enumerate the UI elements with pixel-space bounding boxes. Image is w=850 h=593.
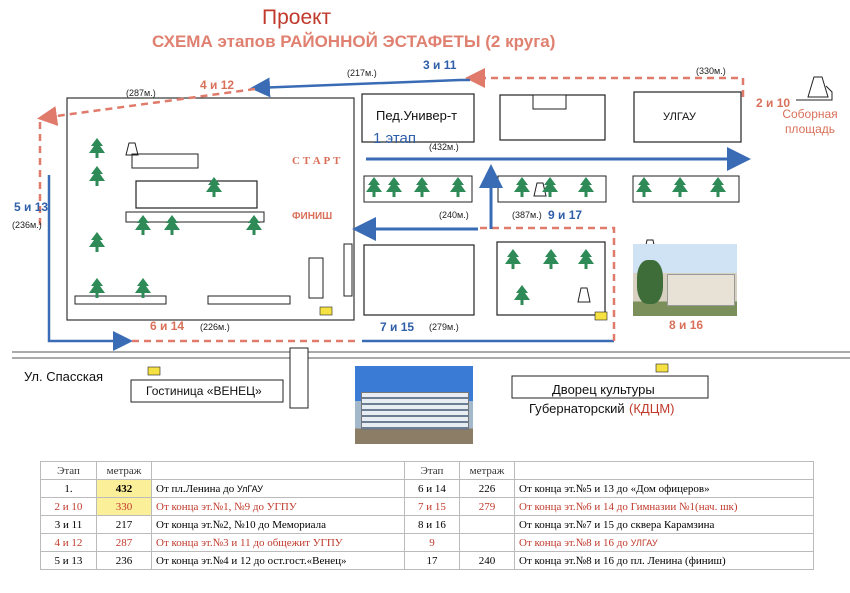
sobornaya-label: Соборная площадь — [782, 107, 838, 136]
park-outline — [66, 97, 355, 321]
gostinica-box — [130, 379, 284, 403]
cell-desc: От конца эт.№3 и 11 до общежит УГПУ — [151, 533, 405, 552]
cell-desc: От конца эт.№1, №9 до УГПУ — [151, 497, 405, 516]
distance-387: (387м.) — [512, 210, 542, 220]
table-header-row: Этап метраж Этап метраж — [40, 461, 814, 480]
cell-meters: 287 — [96, 533, 152, 552]
header-meters: метраж — [96, 461, 152, 480]
header-stage: Этап — [40, 461, 97, 480]
stage-7-15-label: 7 и 15 — [380, 320, 415, 334]
cell-desc-2: От конца эт.№6 и 14 до Гимназии №1(нач. … — [514, 497, 814, 516]
distance-217: (217м.) — [347, 68, 377, 78]
stage-8-16-label: 8 и 16 — [669, 318, 704, 332]
cell-stage: 2 и 10 — [40, 497, 97, 516]
cell-stage-2: 8 и 16 — [404, 515, 460, 534]
distance-279: (279м.) — [429, 322, 459, 332]
photo-gymnasium — [355, 366, 473, 444]
dvorec-label-line1: Дворец культуры — [552, 382, 655, 397]
route-stage-3-11 — [250, 77, 470, 98]
cell-meters-2 — [459, 533, 515, 552]
header-desc-2 — [514, 461, 814, 480]
dvorec-label-line2: Губернаторский — [529, 401, 625, 416]
cell-desc-2: От конца эт.№8 и 16 до УЛГАУ — [514, 533, 814, 552]
stage-5-13-label: 5 и 13 — [14, 200, 49, 214]
cell-stage: 5 и 13 — [40, 551, 97, 570]
ped-univer-building — [361, 93, 475, 143]
cell-stage-2: 17 — [404, 551, 460, 570]
header-meters-2: метраж — [459, 461, 515, 480]
distance-240: (240м.) — [439, 210, 469, 220]
route-stage-2-10 — [465, 68, 745, 97]
route-stage-8-16 — [480, 226, 616, 341]
stage-9-17-label: 9 и 17 — [548, 208, 583, 222]
cell-desc-2: От конца эт.№8 и 16 до пл. Ленина (финиш… — [514, 551, 814, 570]
cell-meters: 330 — [96, 497, 152, 516]
street-label: Ул. Спасская — [24, 369, 104, 384]
distance-236: (236м.) — [12, 220, 42, 230]
relay-map — [12, 68, 850, 409]
stage-3-11-label: 3 и 11 — [423, 58, 457, 72]
table-row: 5 и 13 236 От конца эт.№4 и 12 до ост.го… — [40, 551, 814, 570]
route-stage-5-13 — [47, 175, 133, 351]
distance-330: (330м.) — [696, 66, 726, 76]
cell-meters: 432 — [96, 479, 152, 498]
table-row: 2 и 10 330 От конца эт.№1, №9 до УГПУ 7 … — [40, 497, 814, 516]
cell-stage: 3 и 11 — [40, 515, 97, 534]
cell-meters: 217 — [96, 515, 152, 534]
table-row: 1. 432 От пл.Ленина до УлГАУ 6 и 14 226 … — [40, 479, 814, 498]
title-sub: СХЕМА этапов РАЙОННОЙ ЭСТАФЕТЫ (2 круга) — [152, 32, 556, 51]
cell-meters-2: 279 — [459, 497, 515, 516]
dvorec-box — [511, 375, 709, 399]
table-row: 4 и 12 287 От конца эт.№3 и 11 до общежи… — [40, 533, 814, 552]
stage-6-14-label: 6 и 14 — [150, 319, 185, 333]
distance-287: (287м.) — [126, 88, 156, 98]
cell-stage-2: 9 — [404, 533, 460, 552]
cell-stage: 4 и 12 — [40, 533, 97, 552]
dvorec-kdcm-label: (КДЦМ) — [629, 401, 675, 416]
header-desc — [151, 461, 405, 480]
title-main: Проект — [262, 6, 332, 29]
gostinica-label: Гостиница «ВЕНЕЦ» — [146, 384, 262, 398]
cell-desc: От конца эт.№2, №10 до Мемориала — [151, 515, 405, 534]
distance-432: (432м.) — [429, 142, 459, 152]
cell-stage-2: 6 и 14 — [404, 479, 460, 498]
cell-desc: От конца эт.№4 и 12 до ост.гост.«Венец» — [151, 551, 405, 570]
table-row: 3 и 11 217 От конца эт.№2, №10 до Мемори… — [40, 515, 814, 534]
cell-stage: 1. — [40, 479, 97, 498]
cell-meters-2: 226 — [459, 479, 515, 498]
finish-label: ФИНИШ — [292, 211, 333, 222]
photo-karamzin-square — [633, 244, 737, 316]
stage-4-12-label: 4 и 12 — [200, 78, 235, 92]
stages-table: Этап метраж Этап метраж 1. 432 От пл.Лен… — [40, 461, 814, 570]
cell-desc-2: От конца эт.№7 и 15 до сквера Карамзина — [514, 515, 814, 534]
ulgau-building — [633, 91, 742, 143]
cell-meters-2 — [459, 515, 515, 534]
ped-univer-label: Пед.Универ-т — [376, 108, 458, 123]
cell-meters: 236 — [96, 551, 152, 570]
ulgau-label: УЛГАУ — [663, 111, 696, 123]
start-label: С Т А Р Т — [292, 155, 341, 167]
cell-meters-2: 240 — [459, 551, 515, 570]
stage-2-10-label: 2 и 10 — [756, 96, 791, 110]
distance-226: (226м.) — [200, 322, 230, 332]
cell-desc: От пл.Ленина до УлГАУ — [151, 479, 405, 498]
first-stage-label: 1 этап — [373, 130, 417, 147]
cell-desc-2: От конца эт.№5 и 13 до «Дом офицеров» — [514, 479, 814, 498]
cell-stage-2: 7 и 15 — [404, 497, 460, 516]
header-stage-2: Этап — [404, 461, 460, 480]
